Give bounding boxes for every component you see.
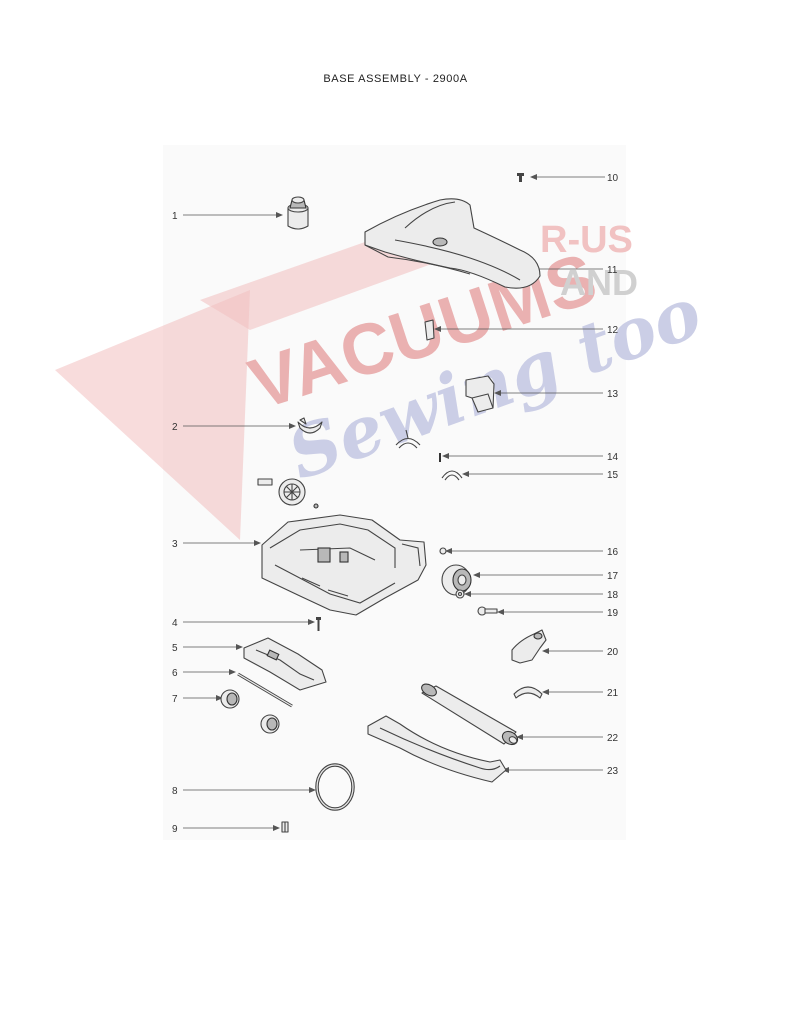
part-8-belt (315, 763, 355, 811)
part-18-washer (455, 589, 465, 599)
part-7-wheels (220, 689, 280, 734)
callout-4: 4 (172, 618, 178, 629)
callout-numbers: 1 2 3 4 5 6 7 8 9 10 11 12 13 14 15 16 1… (172, 173, 619, 835)
part-4-screw (316, 617, 321, 631)
callout-3: 3 (172, 539, 178, 550)
part-19-bolt (477, 606, 498, 616)
page-title: BASE ASSEMBLY - 2900A (323, 73, 468, 85)
callout-7: 7 (172, 694, 178, 705)
part-11-hood (364, 198, 541, 289)
callout-12: 12 (607, 325, 619, 336)
callout-1: 1 (172, 211, 178, 222)
part-6-rod (237, 672, 293, 708)
callout-22: 22 (607, 733, 619, 744)
part-22-brush-roll (421, 683, 519, 746)
part-21-clip (513, 686, 543, 699)
callout-23: 23 (607, 766, 619, 777)
part-mid-clip (395, 429, 421, 449)
callout-18: 18 (607, 590, 619, 601)
callout-8: 8 (172, 786, 178, 797)
part-1-connector (287, 196, 309, 230)
callout-9: 9 (172, 824, 178, 835)
part-3-base-housing (261, 514, 427, 616)
callout-17: 17 (607, 571, 619, 582)
callout-5: 5 (172, 643, 178, 654)
watermark: VACUUMS R-US AND Sewing too (55, 205, 712, 540)
part-17-wheel (441, 564, 472, 596)
watermark-v-left (55, 290, 250, 540)
part-5-bottom-plate (243, 637, 327, 691)
callout-14: 14 (607, 452, 619, 463)
part-15-clip (441, 470, 463, 481)
leader-lines (183, 174, 605, 831)
part-16-nut (439, 547, 447, 555)
callout-11: 11 (607, 265, 618, 276)
part-2-clip (297, 417, 323, 434)
callout-15: 15 (607, 470, 619, 481)
part-9-clip (281, 821, 289, 833)
part-23-bumper (367, 715, 507, 783)
callout-6: 6 (172, 668, 178, 679)
callout-21: 21 (607, 688, 619, 699)
callout-20: 20 (607, 647, 619, 658)
part-13-chute (465, 375, 495, 413)
watermark-line2: R-US (540, 219, 633, 261)
part-12-bracket (424, 319, 435, 341)
part-10-screw (517, 173, 524, 182)
part-wheel-left-assembly (257, 478, 319, 509)
callout-16: 16 (607, 547, 619, 558)
part-20-lever (511, 629, 547, 664)
callout-13: 13 (607, 389, 619, 400)
callout-19: 19 (607, 608, 619, 619)
callout-10: 10 (607, 173, 619, 184)
callout-2: 2 (172, 422, 178, 433)
